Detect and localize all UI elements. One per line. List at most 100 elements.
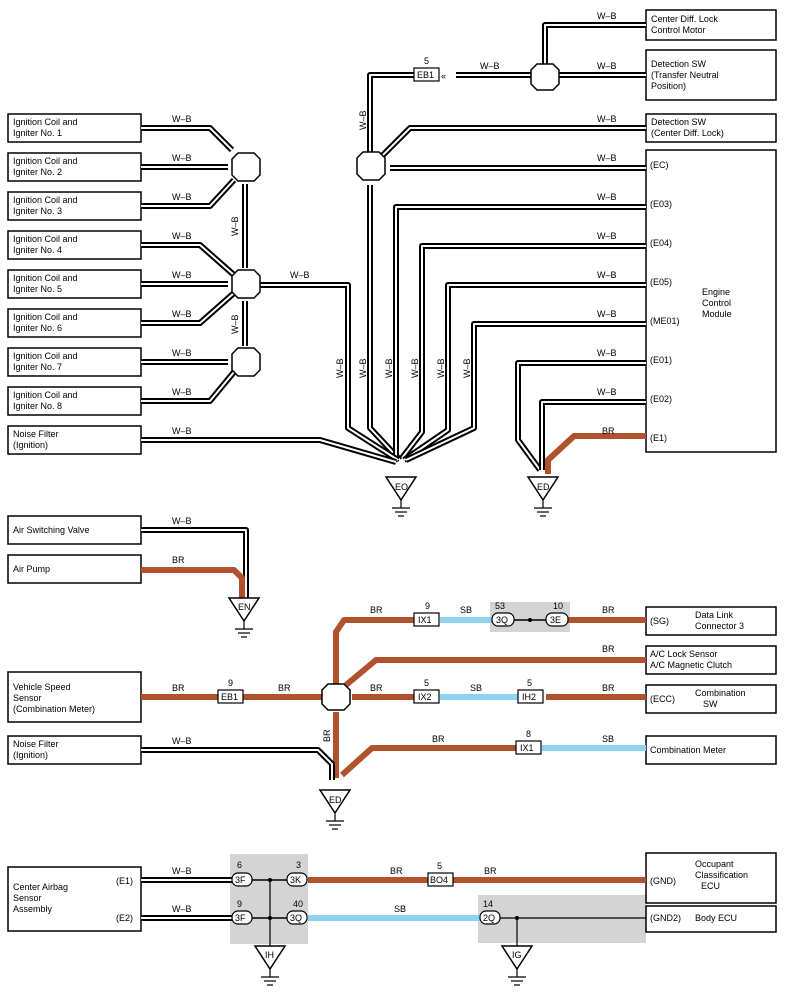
sb-wires-middle	[440, 617, 646, 751]
svg-text:SB: SB	[394, 904, 406, 914]
svg-text:W–B: W–B	[230, 216, 240, 236]
ign5-label-1: Ignition Coil and	[13, 273, 78, 283]
svg-text:W–B: W–B	[358, 358, 368, 378]
detection-sw-transfer-label-1: Detection SW	[651, 59, 707, 69]
svg-text:BR: BR	[602, 644, 615, 654]
gray-box-body-ecu	[478, 895, 646, 943]
svg-text:W–B: W–B	[597, 153, 617, 163]
ecm-label-1: Engine	[702, 287, 730, 297]
combination-meter-box	[645, 735, 777, 765]
ecc-pin: (ECC)	[650, 694, 675, 704]
svg-text:BR: BR	[602, 683, 615, 693]
svg-text:BR: BR	[390, 866, 403, 876]
ign6-label-2: Igniter No. 6	[13, 323, 62, 333]
detection-sw-center-label-2: (Center Diff. Lock)	[651, 128, 724, 138]
wire-labels-bottom: W–B W–B BR BR SB	[172, 866, 497, 914]
f3b-code: 3F	[235, 913, 246, 923]
noise-filter-label-1: Noise Filter	[13, 429, 59, 439]
svg-text:BR: BR	[370, 605, 383, 615]
eb1-vss-pin: 9	[228, 678, 233, 688]
eb1-top-code: EB1	[417, 70, 434, 80]
wire-labels-middle: BR SB BR BR BR BR BR SB BR BR SB W–B BR	[172, 605, 615, 746]
q3b-code: 3Q	[290, 913, 302, 923]
svg-text:W–B: W–B	[358, 110, 368, 130]
ground-ed-top	[526, 476, 560, 517]
ix2-code: IX2	[418, 692, 432, 702]
airbag-box	[7, 866, 142, 932]
svg-text:W–B: W–B	[172, 348, 192, 358]
svg-text:W–B: W–B	[410, 358, 420, 378]
airbag-pin-e2: (E2)	[116, 913, 133, 923]
wb-label-air: W–B	[172, 516, 192, 526]
svg-text:W–B: W–B	[172, 309, 192, 319]
ign2-label-2: Igniter No. 2	[13, 167, 62, 177]
svg-text:W–B: W–B	[172, 114, 192, 124]
air-switching-valve-label: Air Switching Valve	[13, 525, 89, 535]
data-link-label-2: Connector 3	[695, 621, 744, 631]
eb1-top-pin: 5	[424, 56, 429, 66]
detection-sw-transfer-label-3: Position)	[651, 81, 686, 91]
e3-pin: 10	[553, 601, 563, 611]
br-label-air: BR	[172, 555, 185, 565]
svg-text:BR: BR	[370, 683, 383, 693]
ign1-label-1: Ignition Coil and	[13, 117, 78, 127]
vss-box	[7, 671, 142, 723]
svg-text:W–B: W–B	[230, 314, 240, 334]
svg-text:W–B: W–B	[172, 231, 192, 241]
br-wires-middle	[141, 617, 646, 778]
ecm-pin-me01: (ME01)	[650, 316, 680, 326]
ground-ig	[500, 945, 534, 986]
connectors-bottom	[231, 872, 501, 946]
occupant-label-1: Occupant	[695, 859, 734, 869]
f3b-pin: 9	[237, 899, 242, 909]
ground-ed-top-label: ED	[537, 482, 550, 492]
noise-filter-2-label-1: Noise Filter	[13, 739, 59, 749]
svg-text:BR: BR	[484, 866, 497, 876]
svg-text:SB: SB	[470, 683, 482, 693]
center-diff-motor-label-1: Center Diff. Lock	[651, 14, 718, 24]
svg-text:W–B: W–B	[172, 904, 192, 914]
bo4-pin: 5	[437, 861, 442, 871]
airbag-label-3: Assembly	[13, 904, 53, 914]
ground-eo-label: EO	[395, 482, 408, 492]
svg-text:W–B: W–B	[597, 114, 617, 124]
svg-text:W–B: W–B	[172, 153, 192, 163]
ac-lock-box	[645, 645, 777, 675]
svg-text:SB: SB	[602, 734, 614, 744]
svg-text:W–B: W–B	[597, 387, 617, 397]
ih2-pin: 5	[527, 678, 532, 688]
eb1-top-arrow: «	[441, 71, 446, 81]
detection-sw-transfer-label-2: (Transfer Neutral	[651, 70, 719, 80]
ground-ih	[253, 945, 287, 986]
ecm-pin-e02: (E02)	[650, 394, 672, 404]
ecm-pin-e1: (E1)	[650, 433, 667, 443]
gnd2-pin: (GND2)	[650, 913, 681, 923]
svg-text:W–B: W–B	[172, 736, 192, 746]
ign1-label-2: Igniter No. 1	[13, 128, 62, 138]
wb-labels-top: W–B W–B W–B W–B W–B W–B W–B W–B W–B W–B …	[172, 11, 617, 436]
noise-filter-2-label-2: (Ignition)	[13, 750, 48, 760]
ground-ih-label: IH	[265, 950, 274, 960]
f3a-pin: 6	[237, 860, 242, 870]
ground-ig-label: IG	[512, 950, 522, 960]
ign3-label-1: Ignition Coil and	[13, 195, 78, 205]
q3b-pin: 40	[293, 899, 303, 909]
bo4-code: BO4	[430, 875, 448, 885]
ground-en-label: EN	[238, 602, 251, 612]
detection-sw-transfer-box	[645, 49, 777, 101]
body-ecu-box	[645, 905, 777, 933]
svg-text:BR: BR	[602, 605, 615, 615]
airbag-label-2: Sensor	[13, 893, 42, 903]
q3-code: 3Q	[496, 615, 508, 625]
junction-middle	[321, 683, 351, 711]
eb1-vss-code: EB1	[221, 692, 238, 702]
combination-sw-box	[645, 684, 777, 714]
ecm-pin-e05: (E05)	[650, 277, 672, 287]
svg-text:W–B: W–B	[172, 426, 192, 436]
br-air-pump	[141, 567, 245, 598]
ground-ed-middle-label: ED	[329, 795, 342, 805]
ign7-label-1: Ignition Coil and	[13, 351, 78, 361]
ih2-code: IH2	[522, 692, 536, 702]
vss-label-3: (Combination Meter)	[13, 704, 95, 714]
